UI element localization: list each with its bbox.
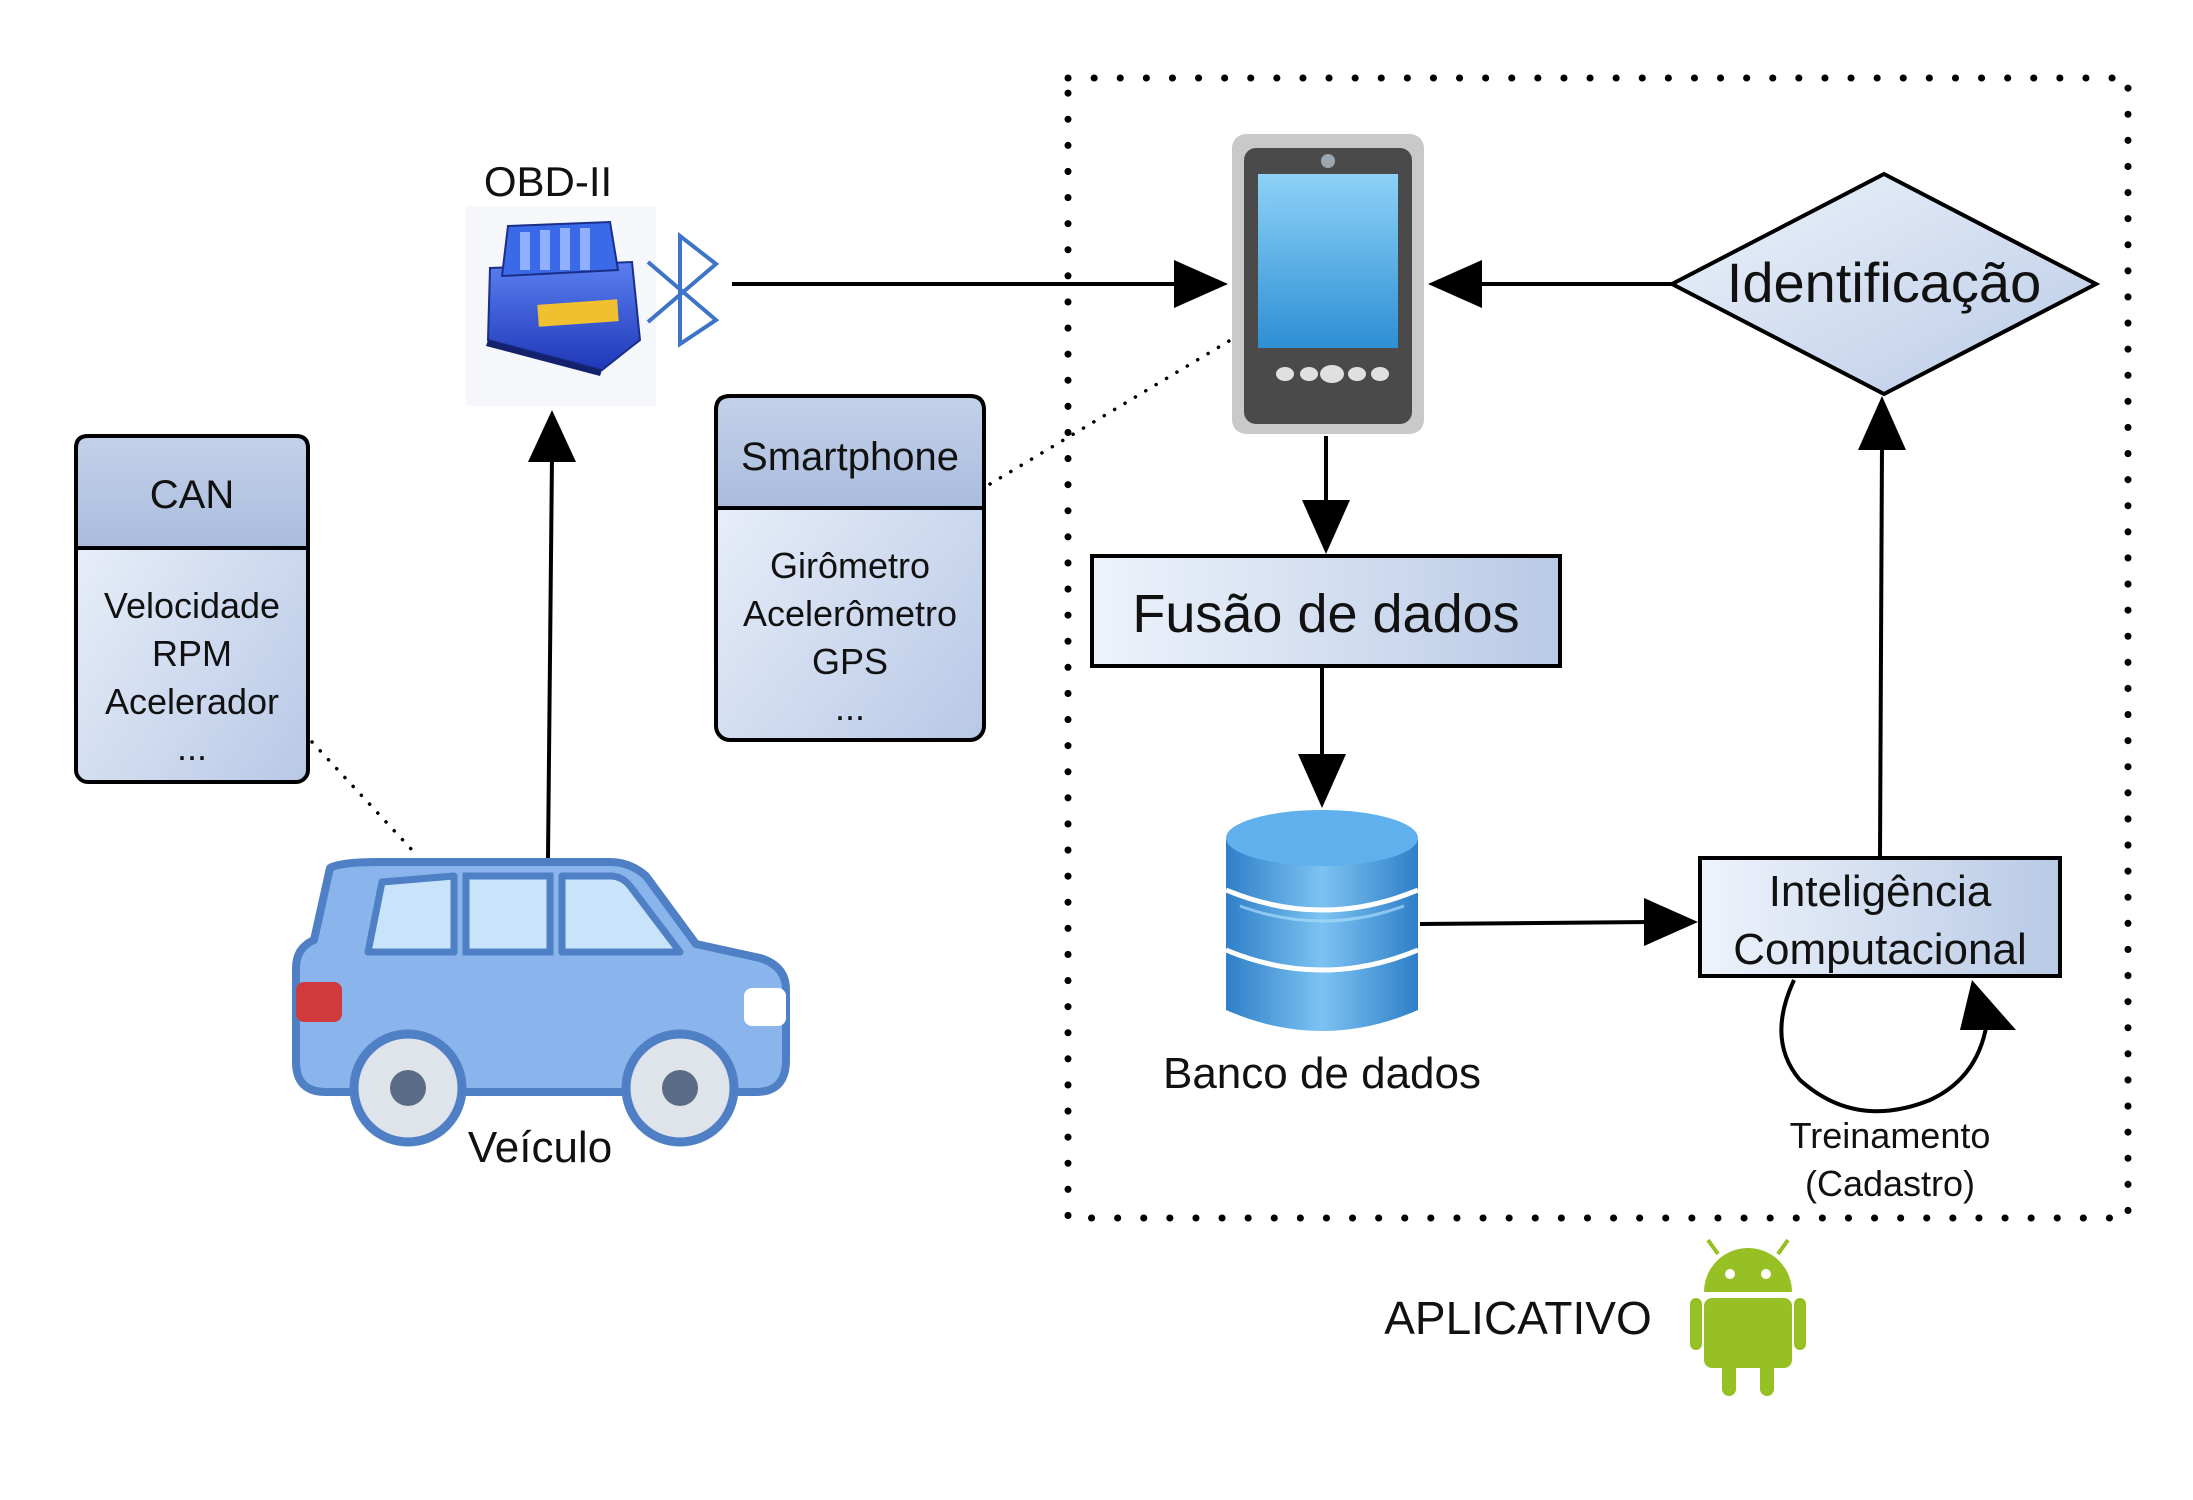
identification-diamond — [1667, 171, 2101, 397]
arrowhead — [1302, 500, 1350, 554]
arrow-ai-to-identification — [1878, 443, 1884, 857]
can-title: CAN — [150, 473, 234, 517]
training-loop-arrow — [1779, 979, 1990, 1114]
data-fusion-label: Fusão de dados — [1132, 584, 1519, 644]
identification-label: Identificação — [1727, 251, 2041, 314]
data-fusion-box — [1090, 554, 1562, 668]
computational-intelligence-box — [1698, 856, 2062, 978]
application-label: APLICATIVO — [1384, 1292, 1652, 1344]
ai-label-line1: Inteligência — [1769, 867, 1992, 916]
obd-label: OBD-II — [484, 158, 612, 205]
training-loop-arrowhead — [1960, 980, 2016, 1030]
smartphone-sensor-item: ... — [835, 687, 865, 728]
can-item: Velocidade — [104, 585, 280, 626]
car-icon — [292, 858, 790, 1147]
arrowhead — [1858, 396, 1906, 450]
smartphone-sensors-box: Smartphone Girômetro Acelerômetro GPS ..… — [714, 394, 986, 742]
can-box: CAN Velocidade RPM Acelerador ... — [74, 434, 310, 784]
ai-label-line2: Computacional — [1733, 925, 2027, 974]
arrowhead — [1174, 260, 1228, 308]
arrowhead — [1298, 754, 1346, 808]
arrowhead — [1428, 260, 1482, 308]
database-icon — [1225, 810, 1419, 1031]
arrowhead — [528, 410, 576, 462]
can-item: ... — [177, 727, 207, 768]
training-label-line1: Treinamento — [1790, 1115, 1991, 1156]
training-label-line2: (Cadastro) — [1805, 1163, 1975, 1204]
can-dotted-connector — [310, 740, 414, 852]
smartphone-box-title: Smartphone — [741, 435, 959, 479]
smartphone-sensor-item: Acelerômetro — [743, 593, 957, 634]
database-label: Banco de dados — [1163, 1049, 1481, 1098]
arrow-vehicle-to-obd — [546, 455, 554, 859]
smartphone-sensor-item: Girômetro — [770, 545, 930, 586]
smartphone-dotted-connector — [988, 336, 1236, 486]
phone-icon — [1232, 134, 1424, 434]
arrowhead — [1644, 898, 1698, 946]
bluetooth-icon — [646, 231, 720, 348]
android-icon — [1690, 1238, 1806, 1396]
arrow-database-to-ai — [1419, 920, 1651, 926]
can-item: Acelerador — [105, 681, 279, 722]
can-item: RPM — [152, 633, 232, 674]
vehicle-label: Veículo — [468, 1123, 612, 1172]
obd-device-icon — [466, 206, 656, 406]
smartphone-sensor-item: GPS — [812, 641, 888, 682]
